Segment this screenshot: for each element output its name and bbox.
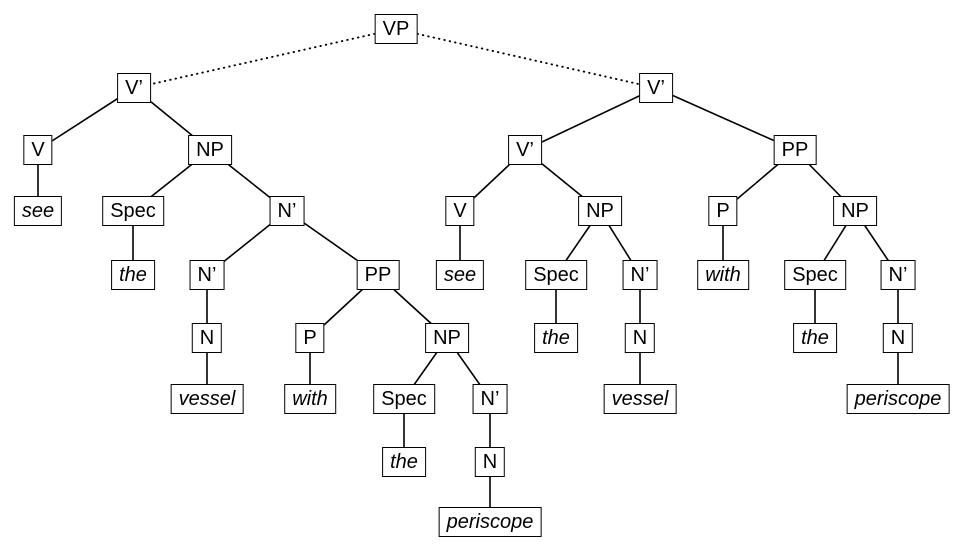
tree-node-r_spec1: Spec	[525, 260, 587, 290]
tree-node-r_np2: NP	[833, 196, 877, 226]
tree-node-r_the1: the	[534, 323, 578, 353]
tree-node-r_with: with	[697, 260, 749, 290]
tree-node-l_nbar1: N’	[269, 196, 305, 226]
tree-node-r_n1: N	[624, 323, 656, 353]
tree-node-r_see: see	[435, 260, 485, 290]
tree-node-l_the1: the	[111, 260, 155, 290]
tree-node-r_p: P	[708, 196, 738, 226]
tree-node-l_nbar2: N’	[189, 260, 225, 290]
tree-node-l_spec2: Spec	[373, 384, 435, 414]
tree-node-l_n1: N	[191, 323, 223, 353]
tree-node-l_n2: N	[474, 447, 506, 477]
tree-node-l_with: with	[284, 384, 336, 414]
tree-node-l_pp: PP	[356, 260, 400, 290]
tree-node-l_v: V	[23, 135, 53, 165]
tree-node-vp: VP	[374, 14, 418, 44]
tree-node-r_vbar_top: V’	[639, 73, 673, 103]
tree-edge-vp-r_vbar_top	[395, 28, 657, 89]
tree-node-l_p: P	[295, 323, 325, 353]
tree-node-r_pp: PP	[773, 135, 817, 165]
tree-edge-r_vbar_top-r_vbar2	[524, 87, 657, 151]
tree-node-l_vessel: vessel	[170, 384, 244, 414]
tree-node-r_nbar2: N’	[880, 260, 916, 290]
tree-node-l_np2: NP	[425, 323, 469, 353]
tree-node-l_nbar3: N’	[472, 384, 508, 414]
tree-node-r_spec2: Spec	[784, 260, 846, 290]
tree-edge-vp-l_vbar	[133, 28, 397, 89]
tree-node-r_np1: NP	[578, 196, 622, 226]
tree-node-l_the2: the	[382, 447, 426, 477]
tree-node-r_vbar2: V’	[508, 135, 542, 165]
tree-node-l_vbar: V’	[117, 73, 151, 103]
tree-node-l_np1: NP	[188, 135, 232, 165]
tree-node-r_nbar1: N’	[622, 260, 658, 290]
tree-node-l_spec1: Spec	[102, 196, 164, 226]
tree-node-r_v: V	[445, 196, 475, 226]
tree-node-r_vessel: vessel	[603, 384, 677, 414]
tree-node-r_periscope: periscope	[846, 384, 950, 414]
tree-edge-r_vbar_top-r_pp	[655, 87, 796, 151]
tree-node-l_periscope: periscope	[438, 507, 542, 537]
tree-node-r_the2: the	[793, 323, 837, 353]
tree-node-l_see: see	[13, 196, 63, 226]
tree-node-r_n2: N	[882, 323, 914, 353]
